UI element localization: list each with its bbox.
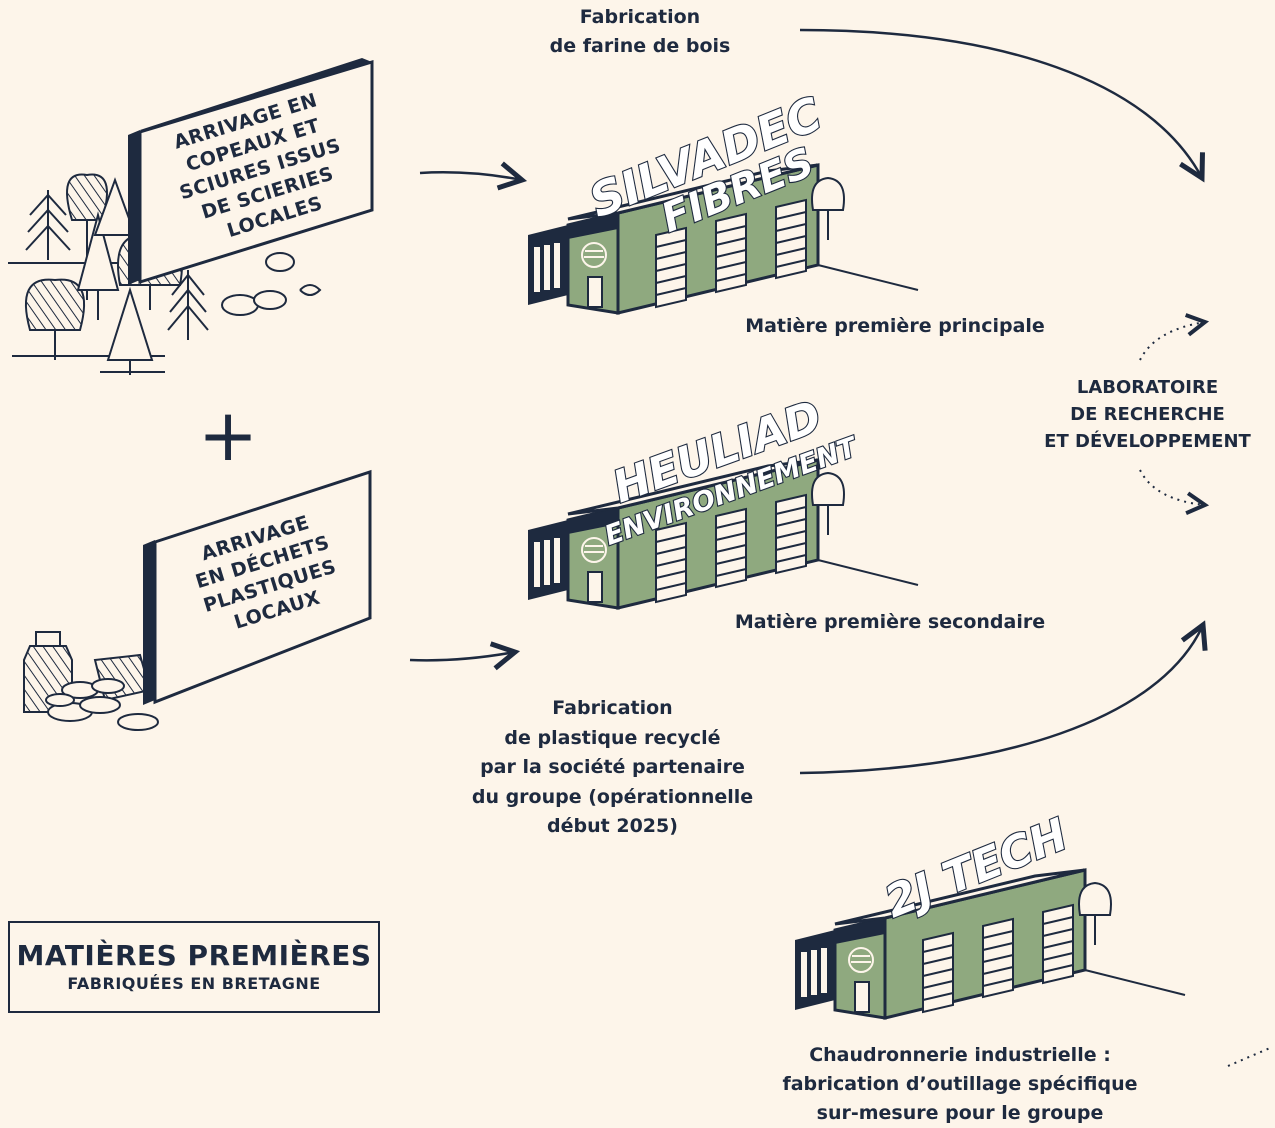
recycled-plastic-line3: par la société partenaire <box>480 756 745 778</box>
lab-label: LABORATOIRE DE RECHERCHE ET DÉVELOPPEMEN… <box>1030 374 1265 455</box>
recycled-plastic-line2: de plastique recyclé <box>504 726 721 749</box>
wood-flour-label-line1: Fabrication <box>579 6 701 28</box>
wood-sign: ARRIVAGE ENCOPEAUX ETSCIURES ISSUSDE SCI… <box>128 58 374 285</box>
wood-flour-label: Fabrication de farine de bois <box>520 3 760 61</box>
2jtech-caption-line2: fabrication d’outillage spécifique <box>782 1073 1138 1095</box>
heuliad-caption: Matière première secondaire <box>734 611 1046 633</box>
2jtech-caption: Chaudronnerie industrielle : fabrication… <box>755 1041 1165 1128</box>
wood-flour-label-line2: de farine de bois <box>549 35 731 57</box>
flow-arrows <box>409 28 1203 775</box>
plus-symbol: + <box>198 393 258 477</box>
2jtech-caption-line3: sur-mesure pour le groupe <box>816 1102 1104 1124</box>
recycled-plastic-line5: début 2025) <box>547 815 678 837</box>
wood-flour-to-lab-arrow <box>799 28 1202 178</box>
recycled-plastic-line1: Fabrication <box>552 697 673 719</box>
wood-to-silvadec-arrow <box>419 172 522 180</box>
legend-box: MATIÈRES PREMIÈRES FABRIQUÉES EN BRETAGN… <box>8 921 380 1013</box>
plastic-sign: ARRIVAGEEN DÉCHETSPLASTIQUESLOCAUX <box>143 469 372 705</box>
recycled-plastic-label: Fabrication de plastique recyclé par la … <box>455 694 770 842</box>
lab-label-line3: ET DÉVELOPPEMENT <box>1044 431 1251 452</box>
recycled-plastic-line4: du groupe (opérationnelle <box>471 785 754 808</box>
lab-dotted-arrows <box>1139 322 1271 1067</box>
legend-subtitle: FABRIQUÉES EN BRETAGNE <box>67 974 321 993</box>
plastic-waste-illustration <box>23 631 159 731</box>
recycled-plastic-to-lab-arrow <box>799 625 1203 775</box>
lab-label-line2: DE RECHERCHE <box>1070 404 1225 425</box>
silvadec-caption: Matière première principale <box>745 315 1045 337</box>
legend-title: MATIÈRES PREMIÈRES <box>16 939 372 972</box>
plastic-to-heuliad-arrow <box>409 652 515 660</box>
2jtech-factory <box>793 868 1187 1020</box>
lab-label-line1: LABORATOIRE <box>1076 377 1219 398</box>
2jtech-caption-line1: Chaudronnerie industrielle : <box>809 1044 1111 1066</box>
